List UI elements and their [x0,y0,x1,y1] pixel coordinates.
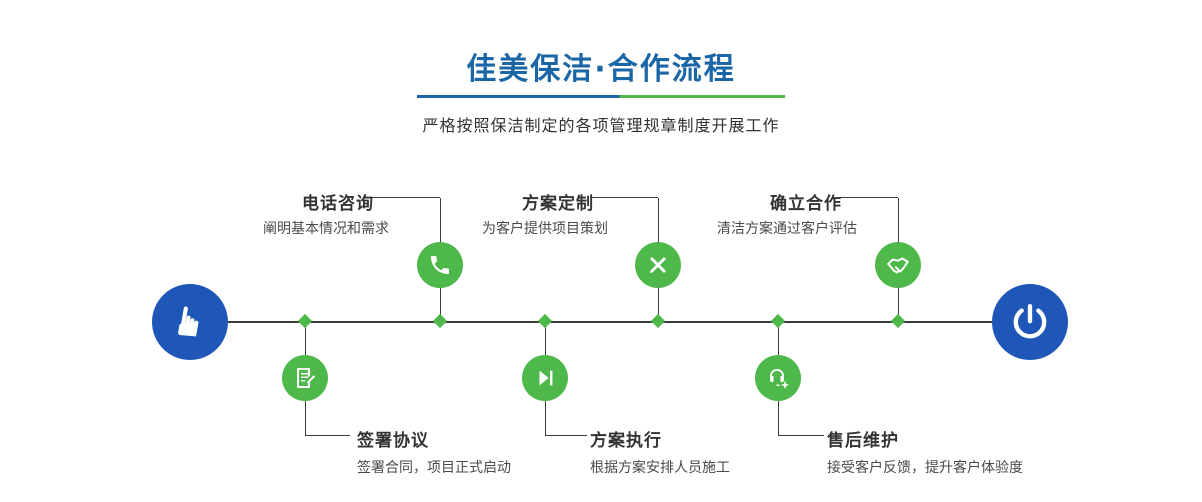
timeline-diamond [297,313,313,329]
step-title: 售后维护 [827,431,899,451]
pointing-hand-icon: ☛ [164,300,216,344]
step-node-phone [417,242,463,288]
step-title: 电话咨询 [302,194,374,214]
step-desc: 签署合同，项目正式启动 [357,460,511,476]
timeline-diamond [770,313,786,329]
step-desc: 根据方案安排人员施工 [590,460,730,476]
pencil-ruler-icon [650,257,666,273]
step-node-cooperation [875,242,921,288]
step-title: 确立合作 [770,194,842,214]
step-desc: 接受客户反馈，提升客户体验度 [827,460,1023,476]
connector-line [545,435,587,436]
play-icon [539,370,553,386]
timeline-end-node [992,284,1068,360]
step-title: 签署协议 [357,431,429,451]
connector-line [840,197,898,198]
timeline-diamond [537,313,553,329]
contract-icon [297,368,316,388]
handshake-icon [887,257,909,274]
headset-icon [770,369,789,389]
step-title: 方案执行 [590,431,662,451]
page-subtitle: 严格按照保洁制定的各项管理规章制度开展工作 [422,116,780,135]
timeline-line [190,321,1030,323]
power-icon [1013,304,1047,339]
timeline-start-node: ☛ [152,284,228,360]
connector-line [305,435,350,436]
connector-line [592,197,658,198]
page-title: 佳美保洁·合作流程 [466,52,736,87]
step-title: 方案定制 [522,194,594,214]
step-node-contract [282,355,328,401]
step-desc: 阐明基本情况和需求 [263,221,389,237]
step-node-plan [635,242,681,288]
timeline-diamond [432,313,448,329]
step-desc: 为客户提供项目策划 [482,221,608,237]
connector-line [778,435,824,436]
step-node-aftersales [755,355,801,401]
phone-icon [431,256,449,274]
timeline-diamond [650,313,666,329]
connector-line [372,197,440,198]
step-node-execute [522,355,568,401]
title-divider [417,95,785,98]
timeline-diamond [890,313,906,329]
step-desc: 清洁方案通过客户评估 [717,221,857,237]
